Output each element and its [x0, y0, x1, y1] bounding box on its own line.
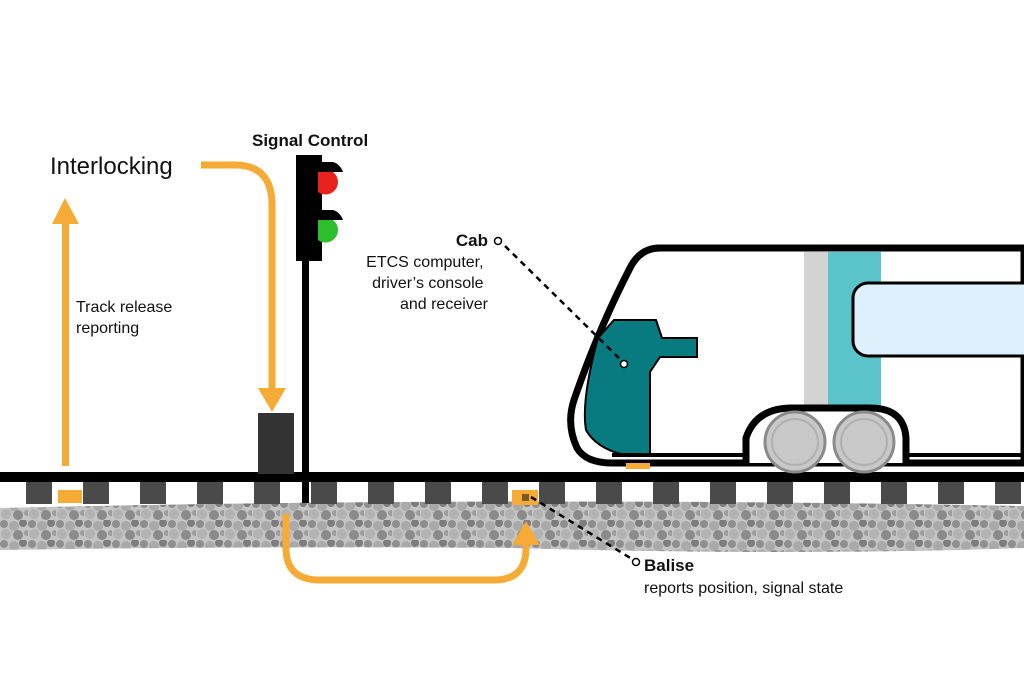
sleeper [995, 478, 1021, 504]
cab-title: Cab [456, 231, 488, 250]
track-release-arrow [52, 198, 79, 466]
signal-to-balise-arrow [282, 514, 540, 584]
wheel-rear [832, 410, 896, 474]
sleeper [140, 478, 166, 504]
track-release-label: Track release reporting [76, 299, 177, 337]
train [567, 244, 1024, 474]
sleeper [482, 478, 508, 504]
sleeper [710, 478, 736, 504]
sleeper [311, 478, 337, 504]
signal-head [296, 155, 322, 261]
interlocking-label: Interlocking [50, 153, 173, 180]
train-stripe-grey [804, 252, 828, 408]
undercarriage-line [612, 453, 746, 457]
sleeper [653, 478, 679, 504]
sleeper [425, 478, 451, 504]
sleeper [368, 478, 394, 504]
signal-light-red [318, 172, 338, 195]
wheel-front [763, 410, 827, 474]
sleeper [539, 478, 565, 504]
signal-control-label: Signal Control [252, 131, 368, 150]
sleeper [881, 478, 907, 504]
cab-description: ETCS computer, driver’s console and rece… [366, 254, 489, 313]
train-antenna [626, 463, 650, 469]
signal-post [302, 258, 309, 503]
balise-description: reports position, signal state [644, 580, 843, 597]
signal-hood-top [318, 162, 343, 172]
rail [0, 472, 1024, 482]
sleeper [83, 478, 109, 504]
track-detector-box [258, 413, 294, 474]
cab-console [583, 319, 698, 456]
ballast-bed [0, 501, 1024, 552]
sleeper [26, 478, 52, 504]
train-window [851, 281, 1024, 358]
sleeper [596, 478, 622, 504]
interlocking-to-signal-arrow [201, 161, 286, 412]
sleeper [938, 478, 964, 504]
sleepers [26, 478, 1021, 504]
signal-hood-bottom [318, 210, 343, 220]
balise-title: Balise [644, 556, 694, 575]
sleeper [767, 478, 793, 504]
sleeper [197, 478, 223, 504]
balise [512, 490, 538, 505]
cab-leader [493, 236, 629, 369]
track-release-marker [58, 490, 82, 503]
balise-leader [530, 495, 641, 567]
sleeper [824, 478, 850, 504]
signal [296, 155, 343, 503]
sleeper [254, 478, 280, 504]
signal-light-green [318, 220, 338, 243]
